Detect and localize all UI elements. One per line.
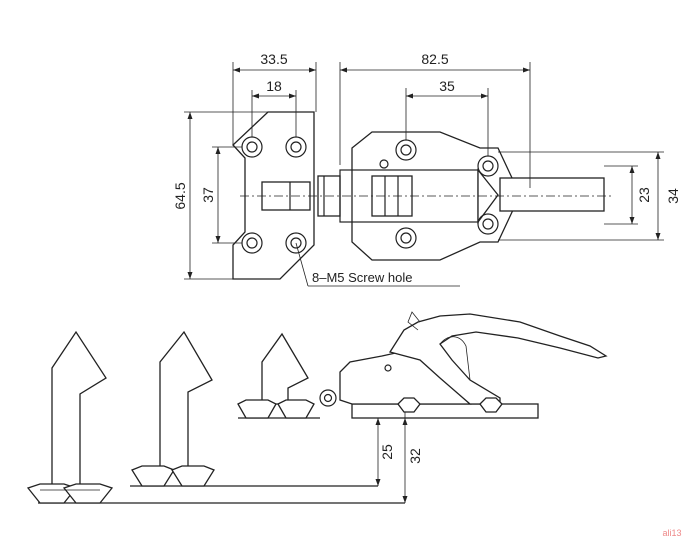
- dim-23: 23: [636, 187, 652, 203]
- dim-32: 32: [407, 448, 423, 464]
- dimension-lines-side-view: [375, 412, 408, 503]
- watermark: ali13: [662, 528, 681, 538]
- dim-34: 34: [665, 188, 681, 204]
- strike-side-view-low: [26, 330, 114, 504]
- strike-side-view-mid: [130, 330, 378, 487]
- dimension-lines-top-view: [184, 62, 664, 280]
- dim-37: 37: [200, 187, 216, 203]
- screw-hole: [285, 232, 307, 254]
- screw-hole: [395, 227, 417, 249]
- dim-82-5: 82.5: [421, 51, 448, 67]
- dim-64-5: 64.5: [172, 182, 188, 209]
- strike-plate-top-view: [232, 111, 315, 280]
- dim-18: 18: [266, 78, 282, 94]
- screw-hole-leader: [295, 242, 460, 287]
- dim-35: 35: [439, 78, 455, 94]
- latch-side-view: [319, 311, 608, 419]
- dim-25: 25: [379, 444, 395, 460]
- dim-33-5: 33.5: [260, 51, 287, 67]
- screw-hole: [477, 213, 499, 235]
- strike-side-view-high: [237, 332, 320, 419]
- screw-hole-note: 8–M5 Screw hole: [312, 270, 412, 285]
